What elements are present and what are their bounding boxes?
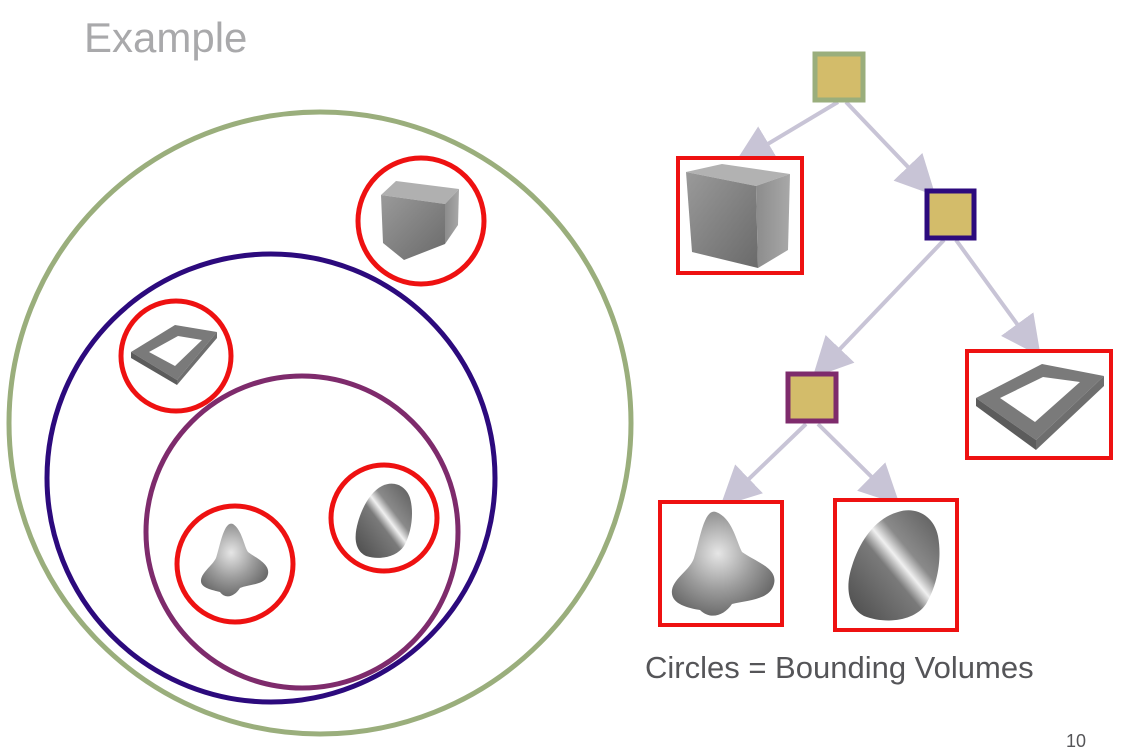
edge-node3-to-tetra bbox=[720, 422, 808, 507]
tree-node-inner bbox=[785, 371, 839, 424]
cube-shape-large bbox=[686, 164, 790, 268]
tree-node-root bbox=[812, 51, 866, 103]
frame-bounding-circle bbox=[118, 298, 234, 414]
edge-root-to-node2 bbox=[844, 100, 936, 196]
inner-bounding-circle bbox=[143, 373, 461, 691]
cube-shape-small bbox=[381, 181, 459, 260]
tetra-blob-shape-small bbox=[200, 523, 269, 597]
diagram-caption: Circles = Bounding Volumes bbox=[645, 650, 1034, 685]
rounded-blob-bounding-circle bbox=[328, 462, 440, 574]
tetra-blob-bounding-circle bbox=[174, 503, 296, 625]
rounded-blob-shape-small bbox=[355, 483, 412, 558]
tree-edges bbox=[720, 100, 1041, 507]
edge-node2-to-node3 bbox=[812, 238, 946, 378]
tree-node-middle bbox=[924, 188, 977, 241]
edge-node2-to-frame bbox=[954, 238, 1041, 357]
slide-title: Example bbox=[84, 14, 248, 61]
outer-bounding-circle bbox=[6, 109, 634, 737]
frame-shape-large bbox=[976, 364, 1104, 450]
edge-node3-to-rounded bbox=[816, 422, 900, 505]
middle-bounding-circle bbox=[44, 251, 498, 705]
rounded-blob-shape-large bbox=[848, 510, 940, 621]
page-number: 10 bbox=[1066, 731, 1087, 751]
tetra-blob-shape-large bbox=[671, 511, 775, 616]
frame-shape-small bbox=[131, 325, 217, 385]
cube-bounding-circle bbox=[355, 155, 487, 287]
edge-root-to-cube bbox=[734, 100, 840, 165]
